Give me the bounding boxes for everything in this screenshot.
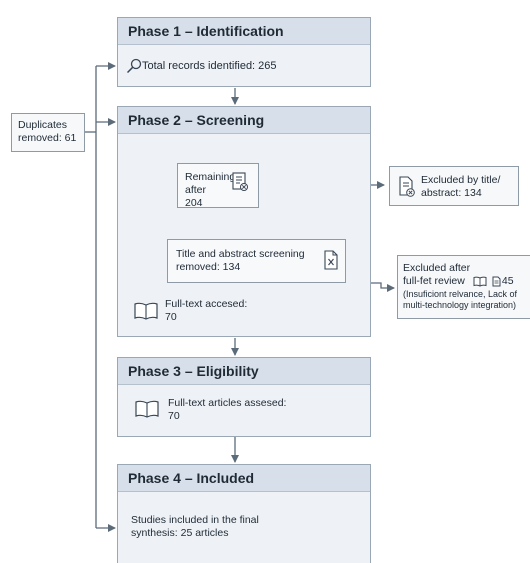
- title-abstract-box: Title and abstract screening removed: 13…: [167, 239, 346, 283]
- phase2-box: Phase 2 – Screening: [117, 106, 371, 337]
- phase1-box: Phase 1 – Identification Total records i…: [117, 17, 371, 87]
- open-book-icon: [134, 302, 158, 320]
- search-icon: [126, 58, 142, 74]
- remaining-count: 204: [185, 197, 203, 209]
- total-records-identified: Total records identified: 265: [142, 59, 277, 72]
- fulltext-assessed-count: 70: [168, 410, 180, 422]
- excluded-fulltext-count: 45: [501, 275, 514, 287]
- excluded-fulltext-box: Excluded after full-fet review 45 (Insuf…: [397, 255, 530, 319]
- duplicates-label: Duplicates: [18, 119, 68, 131]
- phase1-title: Phase 1 – Identification: [118, 18, 370, 45]
- duplicates-box: Duplicates removed: 61: [11, 113, 85, 152]
- remaining-label: Remaining after: [185, 171, 236, 196]
- included-studies-count: synthesis: 25 articles: [131, 527, 229, 539]
- phase4-box: Phase 4 – Included Studies included in t…: [117, 464, 371, 563]
- excel-document-icon: [324, 250, 338, 270]
- excluded-title-count: abstract: 134: [421, 187, 482, 199]
- excluded-fulltext-reason-1: (Insuficiont relvance, Lack of: [403, 289, 518, 299]
- fulltext-accessed-label: Full-text accesed:: [165, 298, 248, 310]
- fulltext-accessed-count: 70: [165, 311, 177, 323]
- excluded-fulltext-label: Excluded after: [403, 262, 471, 274]
- phase2-title: Phase 2 – Screening: [118, 107, 370, 134]
- excluded-title-box: Excluded by title/ abstract: 134: [389, 166, 519, 206]
- excluded-document-icon: [399, 176, 415, 197]
- open-book-icon: [135, 400, 159, 418]
- phase3-title: Phase 3 – Eligibility: [118, 358, 370, 385]
- excluded-title-label: Excluded by title/: [421, 174, 501, 186]
- duplicates-count: removed: 61: [18, 132, 77, 144]
- excluded-fulltext-review: full-fet review: [403, 275, 465, 287]
- title-abstract-removed: removed: 134: [176, 261, 241, 273]
- phase3-box: Phase 3 – Eligibility Full-text articles…: [117, 357, 371, 437]
- arrow-to-excluded-fulltext: [371, 282, 395, 292]
- fulltext-assessed-label: Full-text articles assesed:: [168, 397, 287, 409]
- document-remove-icon: [232, 172, 248, 191]
- remaining-box: Remaining after 204: [177, 163, 259, 209]
- phase4-title: Phase 4 – Included: [118, 465, 370, 492]
- book-icon: [473, 276, 487, 287]
- title-abstract-label: Title and abstract screening: [176, 248, 305, 260]
- document-icon: [492, 276, 501, 287]
- included-studies-label: Studies included in the final: [131, 514, 259, 526]
- excluded-fulltext-reason-2: multi-technology integration): [403, 300, 517, 310]
